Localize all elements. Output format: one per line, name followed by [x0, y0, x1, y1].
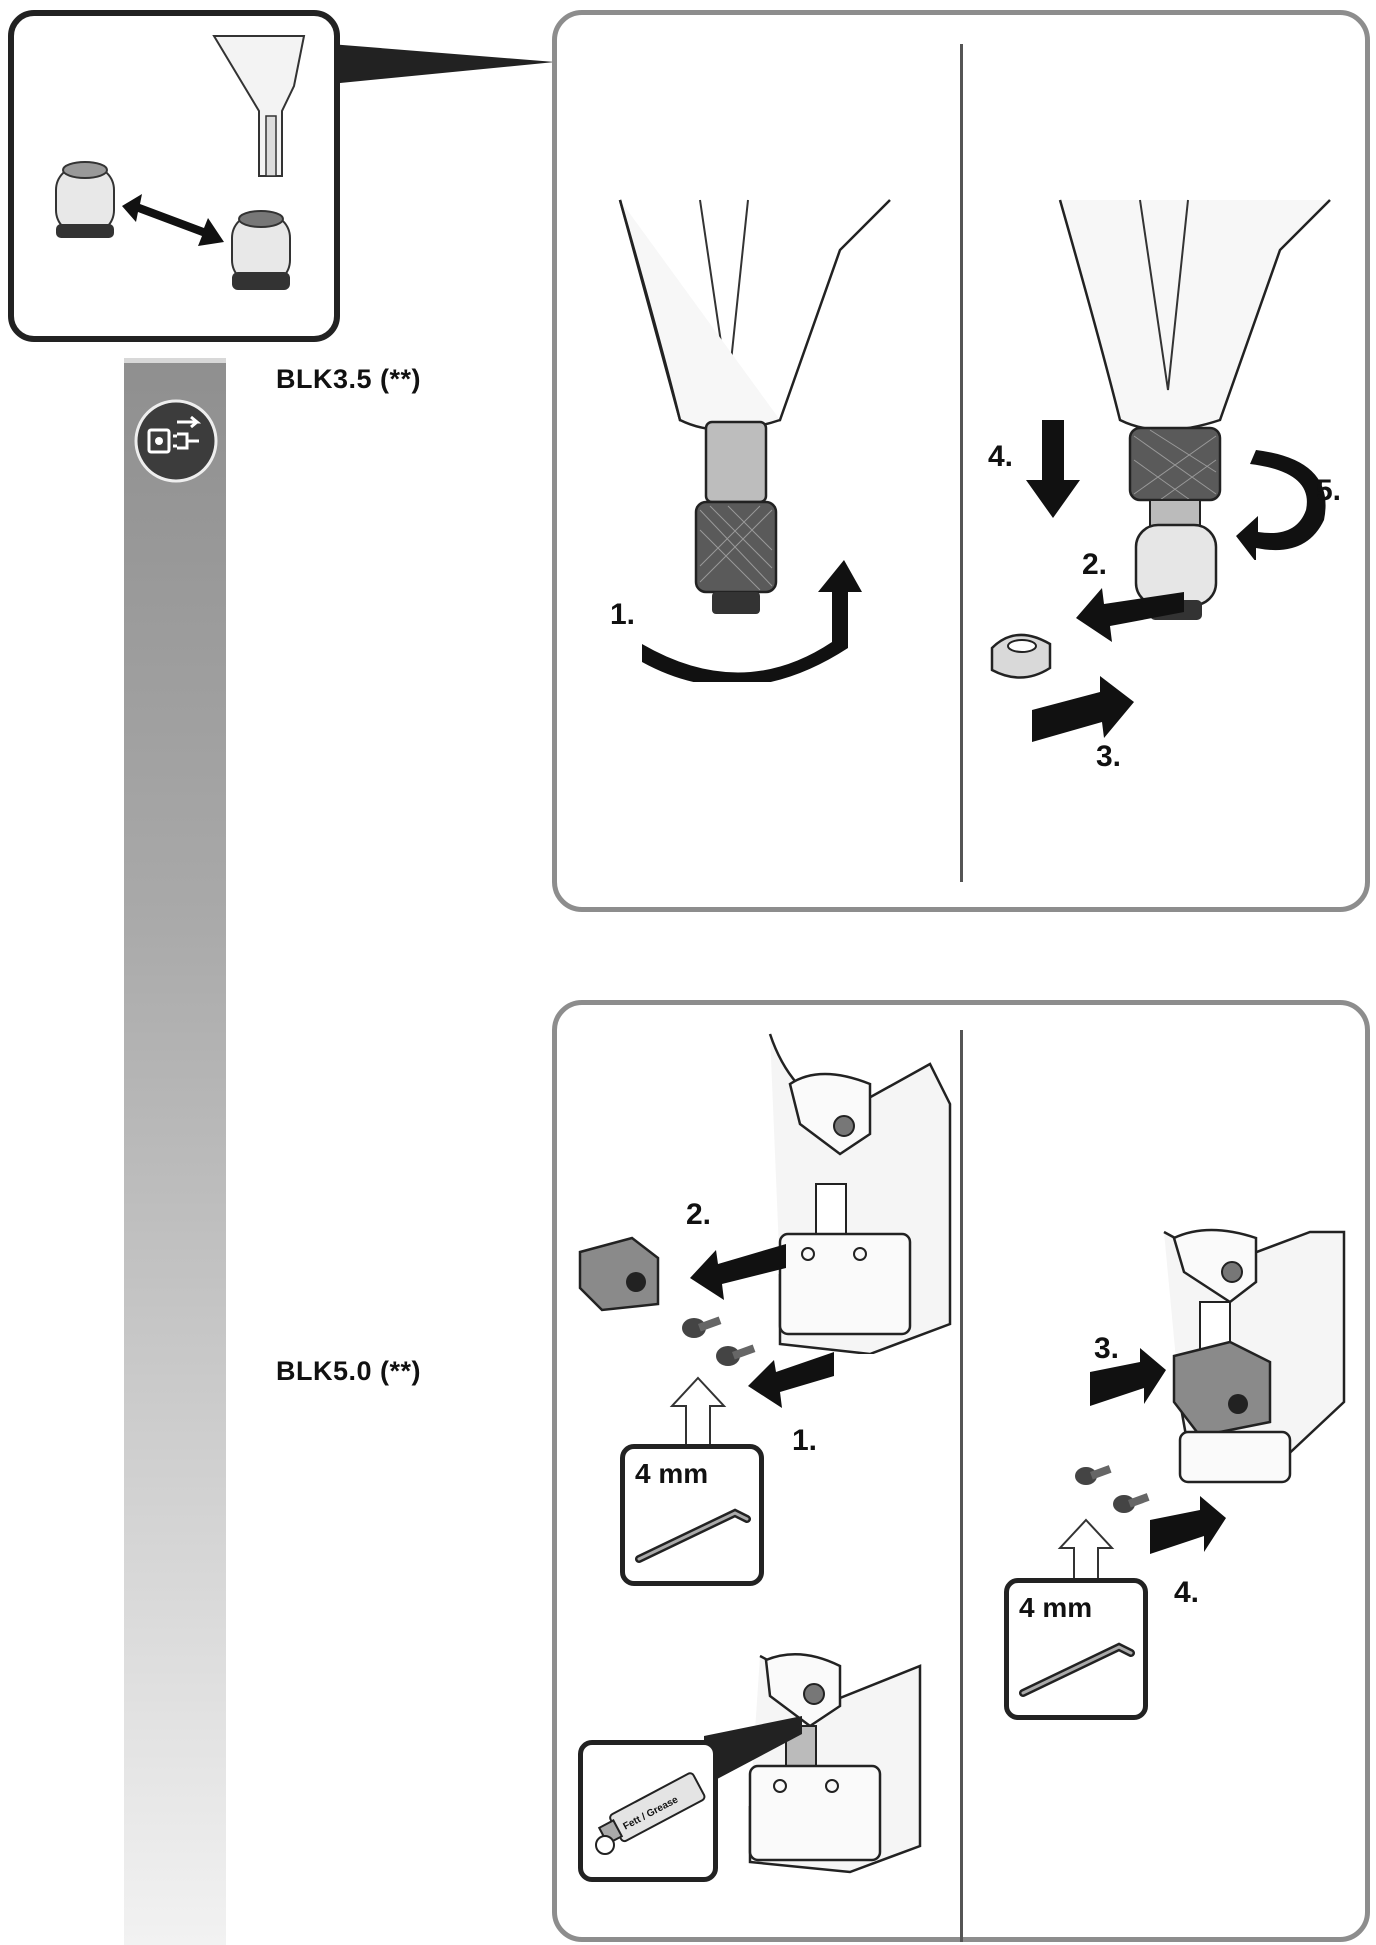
rotate-arrow-step1	[632, 552, 862, 682]
svg-text:4 mm: 4 mm	[635, 1458, 708, 1489]
cutting-head-removed	[572, 1232, 662, 1312]
callout-connector	[330, 40, 560, 90]
grease-box: Fett / Grease	[578, 1740, 718, 1882]
sidebar-strip	[124, 358, 226, 1945]
svg-text:3.: 3.	[1094, 1332, 1119, 1365]
step-label-3-top: 3.	[1096, 734, 1146, 774]
blk50-install-illustration	[1160, 1222, 1350, 1492]
arrow-in-step1-bottom	[748, 1346, 838, 1416]
model-label-blk35: BLK3.5 (**)	[276, 364, 421, 395]
blk50-remove-illustration	[760, 1024, 960, 1354]
model-label-blk50: BLK5.0 (**)	[276, 1356, 421, 1387]
step-label-1-bottom: 1.	[792, 1418, 842, 1458]
step-label-4-top: 4.	[988, 434, 1038, 474]
step-label-5-top: 5.	[1316, 468, 1366, 508]
svg-text:1.: 1.	[610, 598, 635, 631]
svg-text:4.: 4.	[1174, 1576, 1199, 1609]
callout-connector-grease	[704, 1716, 804, 1796]
hex-key-icon: 4 mm	[1009, 1583, 1143, 1715]
nozzle-swap-illustration	[14, 16, 334, 336]
hex-key-box-left: 4 mm	[620, 1444, 764, 1586]
panel-blk35-divider	[960, 44, 963, 882]
step-label-4-bottom: 4.	[1174, 1570, 1224, 1610]
step-label-2-top: 2.	[1082, 542, 1132, 582]
sidebar-top-edge	[124, 358, 226, 363]
hex-key-icon: 4 mm	[625, 1449, 759, 1581]
svg-text:5.: 5.	[1316, 474, 1341, 507]
swap-arrow-icon	[122, 194, 224, 246]
inset-nozzle-swap	[8, 10, 340, 342]
panel-blk50-divider	[960, 1030, 963, 1942]
svg-text:1.: 1.	[792, 1424, 817, 1457]
grease-tube-icon: Fett / Grease	[583, 1745, 713, 1877]
arrow-out-step2-bottom	[690, 1238, 790, 1308]
svg-text:3.: 3.	[1096, 740, 1121, 773]
svg-text:4.: 4.	[988, 440, 1013, 473]
arrow-out-step2	[1076, 578, 1186, 648]
step-label-1-top: 1.	[610, 592, 660, 632]
arrow-in-step4-bottom	[1148, 1496, 1228, 1560]
svg-text:4 mm: 4 mm	[1019, 1592, 1092, 1623]
step-label-2-bottom: 2.	[686, 1192, 736, 1232]
hollow-arrow-up-left	[668, 1376, 728, 1448]
step-label-3-bottom: 3.	[1094, 1326, 1144, 1366]
svg-text:2.: 2.	[686, 1198, 711, 1231]
svg-text:2.: 2.	[1082, 548, 1107, 581]
hex-key-box-right: 4 mm	[1004, 1578, 1148, 1720]
unplug-power-icon	[133, 398, 219, 484]
